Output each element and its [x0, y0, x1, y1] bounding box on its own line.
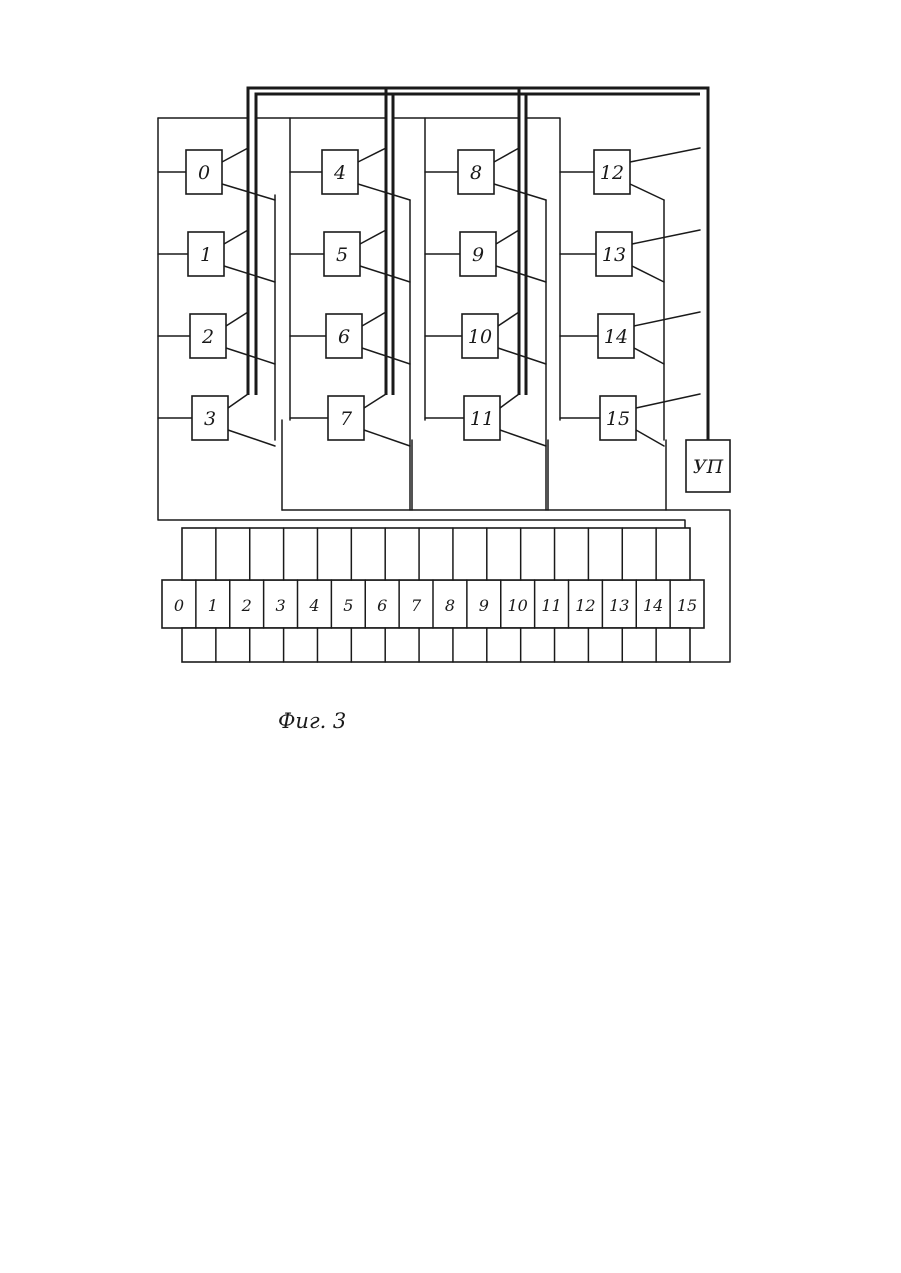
register-strip: 0123456789101112131415 — [162, 528, 704, 662]
register-cell-label: 7 — [411, 596, 422, 615]
block-label: 6 — [338, 326, 350, 348]
register-cell-label: 12 — [575, 596, 595, 615]
register-cell-label: 5 — [343, 596, 353, 615]
block-label: 8 — [470, 162, 482, 184]
block-10: 10 — [462, 314, 498, 358]
register-cell-label: 9 — [479, 596, 489, 615]
register-cell-label: 13 — [609, 596, 629, 615]
block-1: 1 — [188, 232, 224, 276]
control-unit-label: УП — [693, 456, 724, 478]
block-label: 4 — [333, 162, 346, 184]
register-cell-label: 15 — [677, 596, 697, 615]
block-label: 9 — [472, 244, 484, 266]
block-3: 3 — [192, 396, 228, 440]
block-12: 12 — [594, 150, 630, 194]
block-label: 5 — [336, 244, 348, 266]
block-5: 5 — [324, 232, 360, 276]
register-cell-label: 3 — [275, 596, 285, 615]
control-unit: УП — [686, 440, 730, 492]
block-label: 15 — [606, 408, 630, 430]
block-label: 1 — [200, 244, 212, 266]
block-4: 4 — [322, 150, 358, 194]
block-13: 13 — [596, 232, 632, 276]
register-cell-label: 1 — [208, 596, 218, 615]
block-0: 0 — [186, 150, 222, 194]
block-label: 7 — [340, 408, 353, 430]
block-label: 2 — [201, 326, 214, 348]
block-2: 2 — [190, 314, 226, 358]
block-label: 14 — [604, 326, 628, 348]
block-label: 11 — [470, 408, 494, 430]
block-14: 14 — [598, 314, 634, 358]
register-cell-label: 0 — [174, 596, 184, 615]
register-cell-label: 11 — [541, 596, 561, 615]
register-cell-label: 8 — [445, 596, 455, 615]
register-cell-label: 14 — [643, 596, 663, 615]
block-11: 11 — [464, 396, 500, 440]
block-label: 0 — [198, 162, 210, 184]
block-7: 7 — [328, 396, 364, 440]
block-label: 3 — [204, 408, 216, 430]
block-label: 10 — [468, 326, 492, 348]
register-cell-label: 4 — [308, 596, 319, 615]
register-cell-label: 6 — [377, 596, 387, 615]
block-15: 15 — [600, 396, 636, 440]
block-input-wires — [158, 172, 600, 418]
block-label: 13 — [602, 244, 626, 266]
register-cell-label: 2 — [241, 596, 252, 615]
block-label: 12 — [600, 162, 624, 184]
block-6: 6 — [326, 314, 362, 358]
figure-caption: Фиг. 3 — [278, 709, 346, 733]
register-cell-label: 10 — [508, 596, 528, 615]
block-8: 8 — [458, 150, 494, 194]
block-9: 9 — [460, 232, 496, 276]
register-cell-0: 0 — [174, 596, 184, 615]
